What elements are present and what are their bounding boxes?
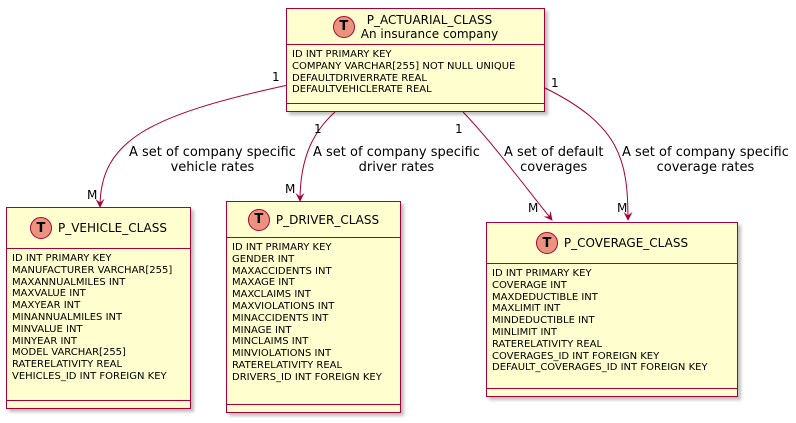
cardinality-company-coverages-to: M (617, 201, 628, 215)
entity-header: T P_DRIVER_CLASS (227, 202, 400, 238)
relation-label-vehicle: A set of company specific vehicle rates (129, 145, 296, 175)
attribute: MAXLIMIT INT (492, 303, 561, 315)
cardinality-company-coverages-from: 1 (551, 76, 559, 90)
cardinality-vehicle-to: M (87, 188, 98, 202)
divider (287, 103, 544, 104)
attribute: MINCLAIMS INT (232, 336, 309, 348)
attribute: MAXANNUALMILES INT (12, 276, 126, 288)
cardinality-default-coverages-from: 1 (455, 122, 463, 136)
attribute: MINVALUE INT (12, 323, 83, 335)
relation-label-default-coverages: A set of default coverages (504, 145, 604, 175)
attribute: ID INT PRIMARY KEY (492, 268, 592, 279)
attribute: MAXCLAIMS INT (232, 289, 311, 301)
entity-title: P_COVERAGE_CLASS (563, 236, 689, 250)
attribute: MINAGE INT (232, 324, 292, 336)
attribute: MAXDEDUCTIBLE INT (492, 291, 598, 303)
attribute: MANUFACTURER VARCHAR[255] (12, 264, 173, 276)
attribute: RATERELATIVITY REAL (492, 338, 603, 350)
attribute: MINDEDUCTIBLE INT (492, 315, 595, 327)
divider (487, 388, 737, 389)
entity-driver-class: T P_DRIVER_CLASS ID INT PRIMARY KEY GEND… (226, 201, 401, 413)
attribute: COVERAGES_ID INT FOREIGN KEY (492, 350, 660, 362)
attribute: MAXACCIDENTS INT (232, 265, 332, 277)
relation-label-company-coverages: A set of company specific coverage rates (622, 145, 789, 175)
table-t-icon: T (535, 232, 558, 254)
attribute-list: ID INT PRIMARY KEY GENDER INT MAXACCIDEN… (227, 238, 400, 384)
entity-coverage-class: T P_COVERAGE_CLASS ID INT PRIMARY KEY CO… (486, 222, 738, 397)
entity-subtitle: An insurance company (360, 26, 499, 41)
cardinality-driver-from: 1 (314, 122, 322, 136)
cardinality-vehicle-from: 1 (272, 70, 280, 84)
cardinality-default-coverages-to: M (528, 201, 539, 215)
attribute: DRIVERS_ID INT FOREIGN KEY (232, 371, 382, 383)
attribute-list: ID INT PRIMARY KEY COVERAGE INT MAXDEDUC… (487, 264, 737, 374)
entity-vehicle-class: T P_VEHICLE_CLASS ID INT PRIMARY KEY MAN… (6, 207, 191, 409)
edge-actuarial-driver (295, 111, 336, 202)
cardinality-driver-to: M (285, 182, 296, 196)
edge-actuarial-vehicle (95, 84, 289, 208)
attribute: MINANNUALMILES INT (12, 311, 123, 323)
edge-actuarial-company-coverages (544, 87, 633, 221)
attribute: GENDER INT (232, 253, 295, 265)
attribute: COMPANY VARCHAR[255] NOT NULL UNIQUE (292, 60, 516, 72)
divider (227, 404, 400, 405)
table-t-icon: T (29, 217, 52, 239)
attribute: MAXVALUE INT (12, 288, 86, 300)
divider (7, 400, 190, 401)
attribute: MAXAGE INT (232, 277, 295, 289)
attribute: MINLIMIT INT (492, 326, 557, 338)
entity-header: T P_ACTUARIAL_CLASS An insurance company (287, 9, 544, 45)
attribute: ID INT PRIMARY KEY (292, 49, 392, 60)
attribute: MINVIOLATIONS INT (232, 348, 332, 360)
attribute: DEFAULT_COVERAGES_ID INT FOREIGN KEY (492, 362, 708, 374)
attribute: RATERELATIVITY REAL (232, 359, 343, 371)
attribute: MODEL VARCHAR[255] (12, 347, 126, 359)
attribute: RATERELATIVITY REAL (12, 359, 123, 371)
attribute: MAXYEAR INT (12, 300, 81, 312)
attribute: MINACCIDENTS INT (232, 312, 329, 324)
entity-header: T P_VEHICLE_CLASS (7, 208, 190, 249)
relation-label-driver: A set of company specific driver rates (313, 145, 480, 175)
attribute: ID INT PRIMARY KEY (232, 242, 332, 253)
entity-title: P_DRIVER_CLASS (275, 212, 380, 227)
attribute: COVERAGE INT (492, 279, 567, 291)
entity-title: P_ACTUARIAL_CLASS (366, 12, 493, 27)
entity-header: T P_COVERAGE_CLASS (487, 223, 737, 264)
attribute-list: ID INT PRIMARY KEY MANUFACTURER VARCHAR[… (7, 249, 190, 383)
entity-actuarial-class: T P_ACTUARIAL_CLASS An insurance company… (286, 8, 545, 112)
entity-title: P_VEHICLE_CLASS (57, 221, 168, 235)
attribute: DEFAULTDRIVERRATE REAL (292, 72, 427, 84)
attribute-list: ID INT PRIMARY KEY COMPANY VARCHAR[255] … (287, 45, 544, 96)
attribute: DEFAULTVEHICLERATE REAL (292, 84, 432, 96)
attribute: MINYEAR INT (12, 335, 77, 347)
edge-actuarial-default-coverages (462, 111, 553, 221)
attribute: MAXVIOLATIONS INT (232, 300, 335, 312)
table-t-icon: T (247, 208, 270, 231)
attribute: VEHICLES_ID INT FOREIGN KEY (12, 370, 167, 382)
table-t-icon: T (332, 15, 355, 38)
attribute: ID INT PRIMARY KEY (12, 253, 112, 264)
